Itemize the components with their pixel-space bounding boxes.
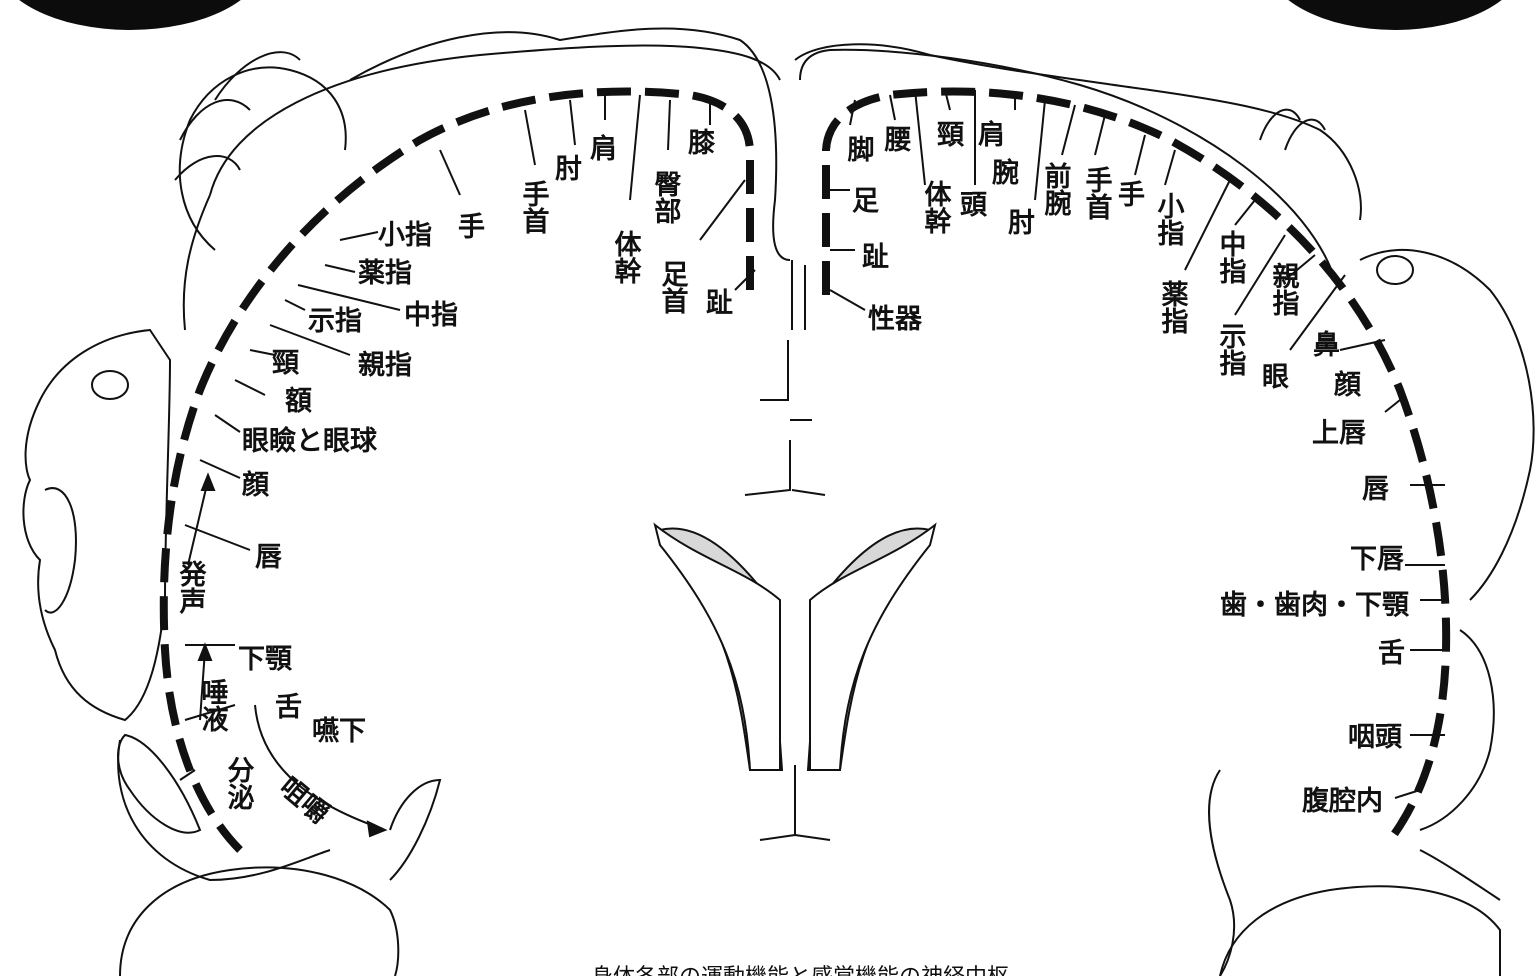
sensory-label-head: 頭 bbox=[960, 190, 988, 221]
top-left-dark-circle bbox=[0, 0, 265, 30]
sensory-label-arm: 腕 bbox=[992, 157, 1019, 189]
sensory-label-little-finger: 小指 bbox=[1153, 192, 1185, 246]
sensory-label-elbow: 肘 bbox=[1008, 208, 1035, 239]
sensory-label-pharynx: 咽頭 bbox=[1348, 722, 1403, 753]
sensory-homunculus-arm bbox=[795, 44, 1534, 830]
motor-label-mastication: 咀嚼 bbox=[274, 772, 335, 830]
sensory-label-thumb: 親指 bbox=[1268, 262, 1300, 316]
sensory-label-genitals: 性器 bbox=[868, 304, 923, 335]
motor-label-shoulder: 肩 bbox=[590, 133, 617, 165]
motor-label-elbow: 肘 bbox=[555, 154, 582, 185]
motor-label-thumb: 親指 bbox=[358, 350, 412, 381]
sensory-label-nose: 鼻 bbox=[1313, 330, 1340, 361]
motor-label-index-finger: 示指 bbox=[308, 306, 362, 337]
sensory-label-foot: 脚 bbox=[843, 135, 875, 163]
motor-label-brow: 額 bbox=[285, 386, 312, 417]
motor-label-buttock: 臀部 bbox=[650, 170, 682, 224]
sensory-label-hand: 手 bbox=[1118, 180, 1145, 211]
motor-label-jaw: 下顎 bbox=[238, 644, 293, 675]
motor-label-swallowing: 嚥下 bbox=[312, 716, 366, 747]
sensory-labels: 脚 腰 足 趾 性器 頸 肩 体幹 頭 腕 肘 前腕 手首 手 小指 薬指 中指… bbox=[843, 119, 1410, 817]
sensory-label-tongue: 舌 bbox=[1378, 638, 1405, 669]
motor-label-toe: 趾 bbox=[706, 288, 733, 319]
motor-label-face: 顔 bbox=[241, 470, 270, 501]
sensory-label-wrist: 手首 bbox=[1081, 166, 1113, 220]
lateral-ventricles bbox=[655, 525, 935, 770]
motor-label-little-finger: 小指 bbox=[378, 220, 432, 251]
motor-label-knee: 膝 bbox=[687, 128, 716, 159]
figure-caption: 身体各部の運動機能と感覚機能の神経中枢 bbox=[591, 965, 1009, 976]
sensory-label-forearm: 前腕 bbox=[1040, 161, 1072, 217]
sensory-label-upper-lip: 上唇 bbox=[1312, 418, 1366, 449]
brain-outline bbox=[118, 46, 1500, 900]
motor-label-ring-finger: 薬指 bbox=[358, 258, 412, 289]
motor-label-trunk: 体幹 bbox=[610, 230, 642, 284]
motor-label-tongue: 舌 bbox=[275, 692, 302, 723]
motor-label-middle-finger: 中指 bbox=[404, 300, 458, 331]
sensory-label-teeth-gums-jaw: 歯・歯肉・下顎 bbox=[1220, 590, 1410, 621]
motor-label-salivation: 唾液 bbox=[197, 678, 229, 732]
top-right-dark-circle bbox=[1265, 0, 1525, 30]
sensory-label-toe: 趾 bbox=[862, 242, 889, 273]
sensory-label-neck: 頸 bbox=[937, 120, 965, 151]
sensory-label-trunk: 体幹 bbox=[920, 180, 952, 234]
motor-label-neck: 頸 bbox=[272, 348, 300, 379]
motor-label-lips: 唇 bbox=[255, 542, 282, 573]
motor-label-ankle: 足首 bbox=[657, 260, 689, 314]
motor-label-hand: 手 bbox=[458, 212, 485, 243]
motor-label-wrist: 手首 bbox=[518, 180, 550, 234]
motor-label-eyelid-eyeball: 眼瞼と眼球 bbox=[242, 425, 378, 457]
sensory-label-foot2: 足 bbox=[852, 186, 879, 217]
motor-label-vocalization: 発声 bbox=[175, 560, 208, 615]
sensory-label-eye: 眼 bbox=[1262, 362, 1289, 393]
motor-homunculus-face bbox=[23, 330, 200, 833]
sensory-label-face: 顔 bbox=[1333, 370, 1362, 401]
sensory-label-hip: 腰 bbox=[880, 125, 913, 153]
sensory-label-lips: 唇 bbox=[1362, 474, 1389, 505]
sensory-label-shoulder: 肩 bbox=[978, 119, 1005, 151]
sensory-label-middle-finger: 中指 bbox=[1215, 230, 1247, 284]
sensory-label-ring-finger: 薬指 bbox=[1157, 280, 1189, 334]
sensory-label-lower-lip: 下唇 bbox=[1350, 544, 1404, 575]
motor-label-secretion: 分泌 bbox=[223, 756, 255, 810]
sensory-label-intra-abdominal: 腹腔内 bbox=[1301, 786, 1383, 817]
sensory-label-index-finger: 示指 bbox=[1215, 322, 1247, 376]
